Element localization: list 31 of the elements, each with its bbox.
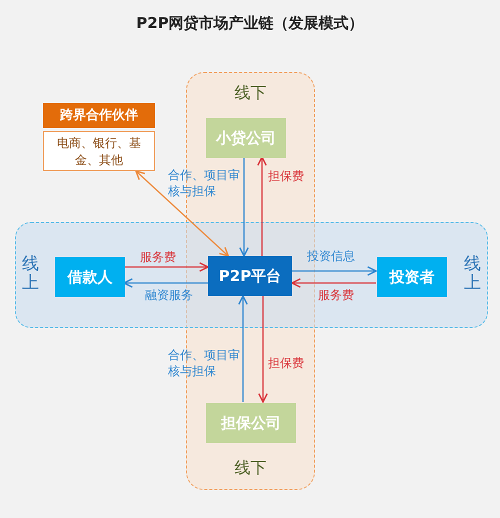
band-label: 线下 [234, 83, 268, 104]
diagram-title: P2P网贷市场产业链（发展模式） [135, 14, 365, 33]
partner-card [43, 103, 155, 171]
edge-label: 服务费 [318, 287, 355, 303]
arrow [123, 278, 208, 288]
online-band [15, 222, 488, 328]
edge-label: 合作、项目审核与担保 [168, 347, 241, 379]
arrow [135, 170, 229, 257]
arrow [291, 278, 376, 288]
entity-box: 担保公司 [206, 403, 296, 443]
edge-label: 融资服务 [145, 287, 194, 303]
arrow [257, 156, 267, 256]
band-label: 线上 [464, 255, 481, 292]
entity-box: 借款人 [55, 257, 125, 297]
card-body: 电商、银行、基金、其他 [43, 131, 155, 171]
edge-label: 投资信息 [307, 248, 356, 264]
arrow [124, 262, 209, 272]
band-label: 线下 [234, 458, 268, 479]
arrow [238, 295, 248, 402]
edge-label: 服务费 [140, 249, 177, 265]
entity-box: 投资者 [377, 257, 447, 297]
edge-label: 担保费 [268, 355, 305, 371]
band-label: 线上 [22, 255, 39, 292]
platform-box: P2P平台 [208, 256, 292, 296]
arrow [239, 157, 249, 257]
entity-box: 小贷公司 [206, 118, 286, 158]
edge-label: 合作、项目审核与担保 [168, 167, 241, 199]
card-header: 跨界合作伙伴 [43, 103, 155, 128]
arrow [292, 266, 377, 276]
edge-label: 担保费 [268, 168, 305, 184]
arrow [258, 296, 268, 403]
